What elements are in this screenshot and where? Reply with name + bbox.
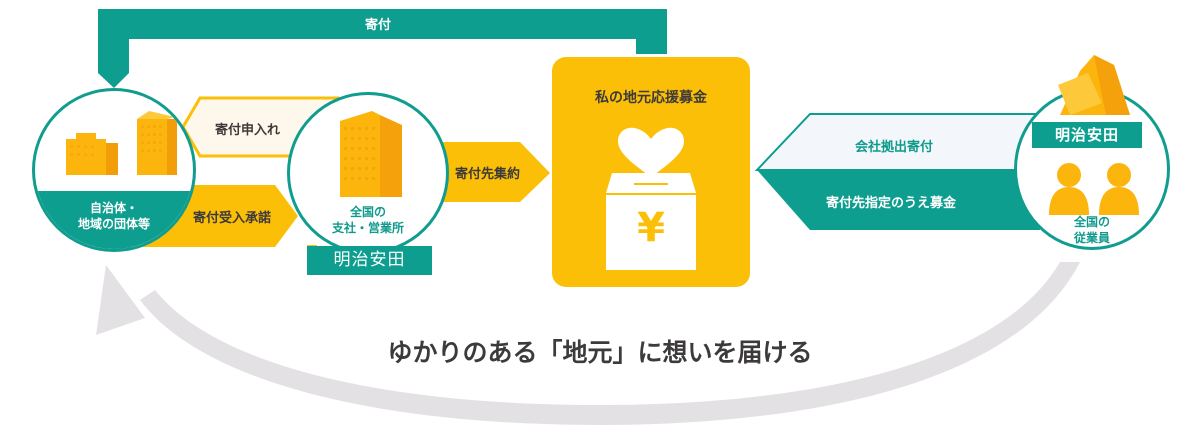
tagline: ゆかりのある「地元」に想いを届ける [387, 338, 813, 367]
branch-node-label: 全国の 支社・営業所 [331, 205, 404, 235]
company-donation-label: 会社拠出寄付 [855, 140, 934, 155]
heart-donation-box-icon [606, 127, 696, 270]
office-tower-icon [340, 111, 402, 197]
arrow-collect-label: 寄付先集約 [455, 167, 521, 182]
local-government-node: 自治体・ 地域の団体等 [32, 88, 196, 252]
arrow-collect [440, 142, 550, 202]
branch-office-node: 全国の 支社・営業所 [287, 92, 449, 254]
people-icon [1049, 163, 1139, 215]
arrow-donation-request-label: 寄付申入れ [215, 123, 281, 138]
branch-badge: 明治安田 [307, 246, 432, 275]
left-node-label: 自治体・ 地域の団体等 [77, 201, 150, 231]
designated-donation-label: 寄付先指定のうえ募金 [826, 196, 957, 211]
left-node-label-band [35, 191, 193, 249]
fund-box-panel: 私の地元応援募金 ¥ [552, 57, 750, 287]
buildings-icon [66, 111, 177, 175]
headquarters-building-icon [1058, 55, 1130, 115]
employee-badge: 明治安田 [1032, 122, 1142, 148]
employee-node-label: 全国の 従業員 [1073, 215, 1110, 245]
top-bracket-label: 寄付 [365, 18, 392, 33]
top-donation-bracket [98, 9, 667, 88]
arrow-donation-accept-label: 寄付受入承諾 [193, 211, 272, 226]
arrow-company-donation [754, 113, 1041, 230]
yen-symbol: ¥ [637, 205, 665, 251]
fund-box-title: 私の地元応援募金 [595, 90, 707, 106]
